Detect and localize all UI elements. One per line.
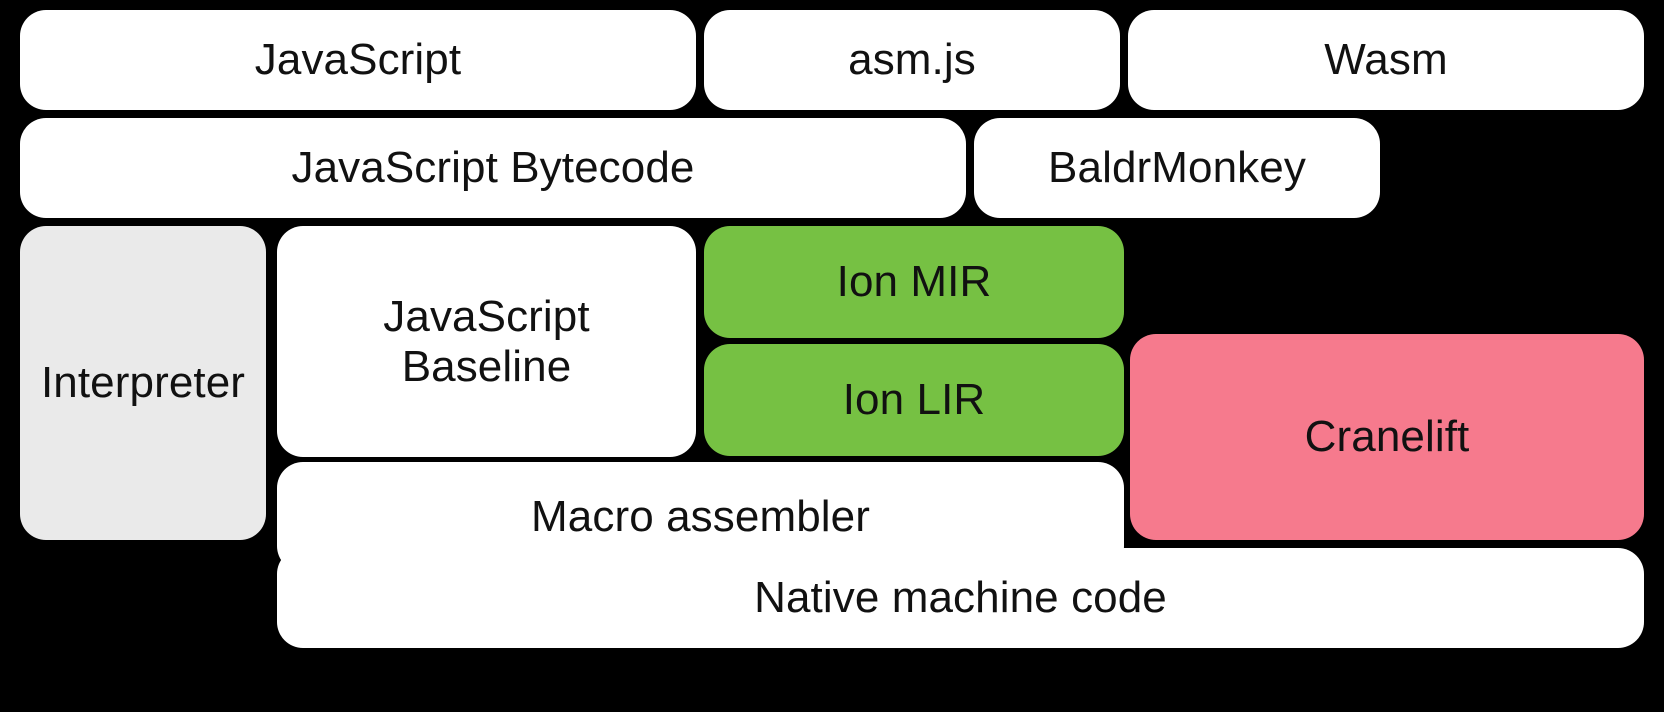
- node-javascript[interactable]: JavaScript: [20, 10, 696, 110]
- node-baldrmonkey[interactable]: BaldrMonkey: [974, 118, 1380, 218]
- node-ion-lir[interactable]: Ion LIR: [704, 344, 1124, 456]
- node-javascript-bytecode[interactable]: JavaScript Bytecode: [20, 118, 966, 218]
- node-native-machine-code[interactable]: Native machine code: [277, 548, 1644, 648]
- node-ion-mir[interactable]: Ion MIR: [704, 226, 1124, 338]
- node-asm-js[interactable]: asm.js: [704, 10, 1120, 110]
- node-interpreter[interactable]: Interpreter: [20, 226, 266, 540]
- node-wasm[interactable]: Wasm: [1128, 10, 1644, 110]
- node-javascript-baseline[interactable]: JavaScript Baseline: [277, 226, 696, 457]
- node-cranelift[interactable]: Cranelift: [1130, 334, 1644, 540]
